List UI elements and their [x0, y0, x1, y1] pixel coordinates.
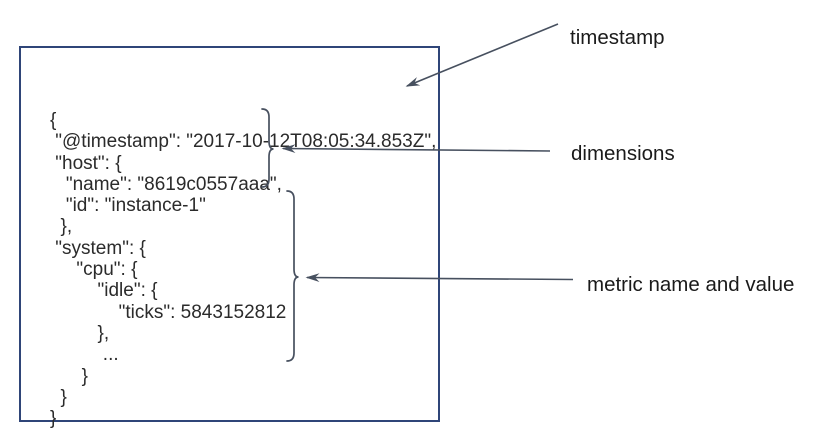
json-code: { "@timestamp": "2017-10-12T08:05:34.853…	[50, 110, 437, 430]
json-document-box: { "@timestamp": "2017-10-12T08:05:34.853…	[19, 46, 440, 429]
timestamp-label: timestamp	[570, 26, 665, 49]
dimensions-label: dimensions	[571, 142, 675, 165]
metric-label: metric name and value	[587, 273, 795, 296]
